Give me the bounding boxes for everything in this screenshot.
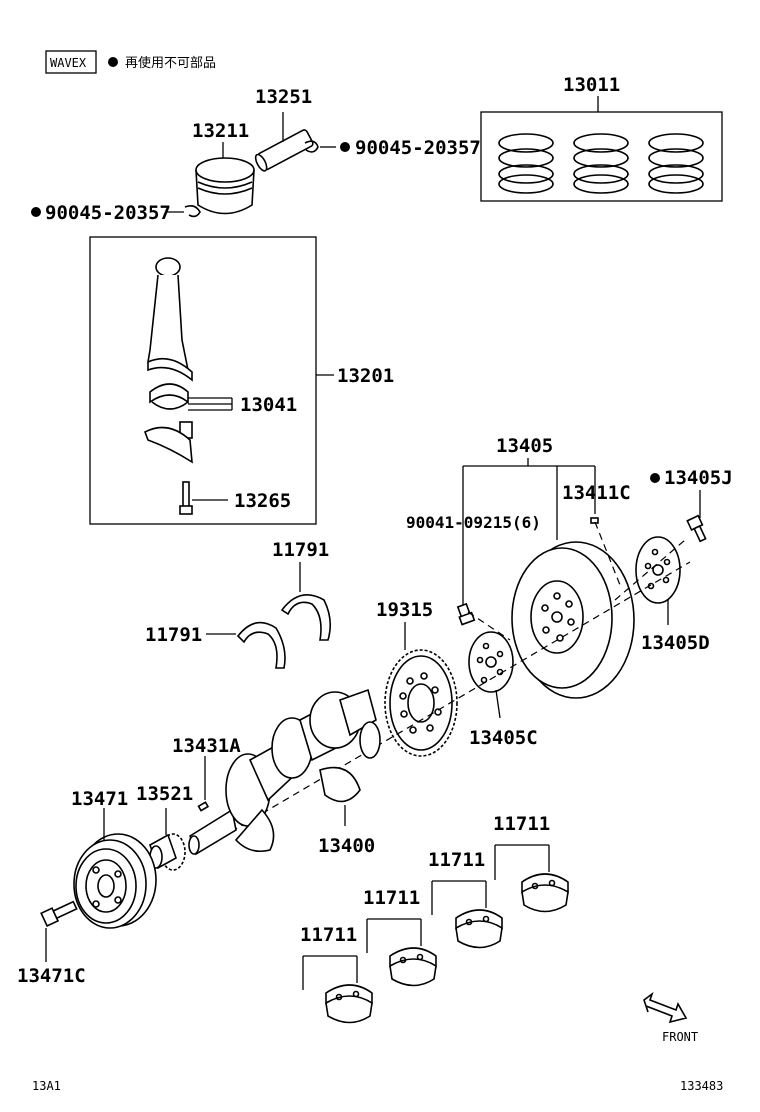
bullet-icon	[650, 473, 660, 483]
legend: WAVEX 再使用不可部品	[45, 50, 216, 74]
label-13521: 13521	[136, 783, 193, 805]
footer-left-code: 13A1	[32, 1079, 61, 1093]
label-11711-b: 11711	[428, 849, 485, 871]
flywheel	[511, 541, 635, 699]
connecting-rod-assembly	[89, 236, 334, 525]
label-11711-a: 11711	[493, 813, 550, 835]
label-19315: 19315	[376, 599, 433, 621]
label-90045-b: 90045-20357	[45, 202, 171, 224]
label-13405D: 13405D	[641, 632, 710, 654]
timing-rotor-19315	[384, 622, 458, 757]
label-13041: 13041	[240, 394, 297, 416]
label-13471C: 13471C	[17, 965, 86, 987]
piston-assembly	[31, 112, 350, 218]
label-90041: 90041-09215(6)	[406, 513, 541, 532]
footer-right-code: 133483	[680, 1079, 723, 1093]
bullet-icon	[108, 57, 118, 67]
label-13265: 13265	[234, 490, 291, 512]
crank-pulley-13471	[73, 808, 157, 929]
plate-13405C	[468, 631, 514, 719]
label-13431A: 13431A	[172, 735, 241, 757]
label-11711-c: 11711	[363, 887, 420, 909]
label-90045-a: 90045-20357	[355, 137, 481, 159]
legend-note: 再使用不可部品	[125, 55, 216, 71]
label-13411C: 13411C	[562, 482, 631, 504]
label-11791-a: 11791	[272, 539, 329, 561]
piston-ring-set: 13011	[480, 74, 723, 202]
label-11711-d: 11711	[300, 924, 357, 946]
label-13471: 13471	[71, 788, 128, 810]
main-bearing-set: 11711 11711 11711 11711	[300, 813, 569, 1024]
label-13400: 13400	[318, 835, 375, 857]
label-13405C: 13405C	[469, 727, 538, 749]
label-13011: 13011	[563, 74, 620, 96]
plate-13405D	[635, 536, 681, 625]
label-13201: 13201	[337, 365, 394, 387]
front-arrow-icon	[643, 991, 688, 1024]
crankshaft-13400	[188, 688, 381, 856]
label-13405: 13405	[496, 435, 553, 457]
bullet-icon	[340, 142, 350, 152]
label-13211: 13211	[192, 120, 249, 142]
label-13405J: 13405J	[664, 467, 733, 489]
sprocket-13521	[149, 808, 186, 871]
label-13251: 13251	[255, 86, 312, 108]
legend-box-label: WAVEX	[50, 56, 87, 70]
bullet-icon	[31, 207, 41, 217]
label-11791-b: 11791	[145, 624, 202, 646]
front-label: FRONT	[662, 1030, 698, 1044]
